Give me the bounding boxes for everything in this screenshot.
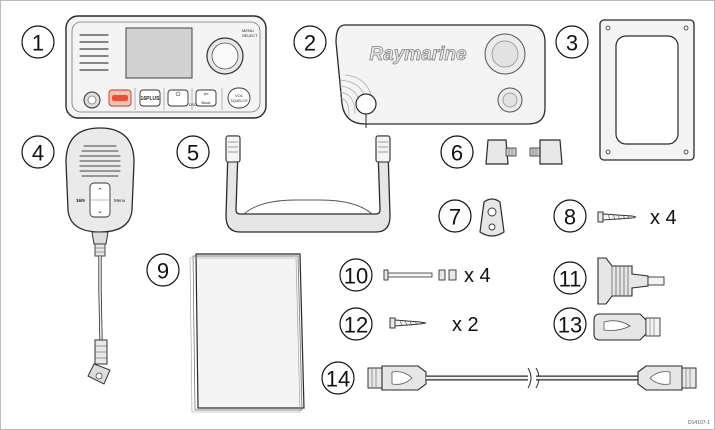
svg-text:⇦: ⇦ <box>203 92 208 98</box>
callout-8: 8 <box>553 199 587 233</box>
item-2-rear-cover: Raymarine <box>335 24 546 128</box>
callout-9: 9 <box>146 253 180 287</box>
quantity-item-12: x 2 <box>452 314 479 336</box>
callout-7: 7 <box>438 199 472 233</box>
callout-12: 12 <box>339 307 373 341</box>
svg-text:SELECT: SELECT <box>242 33 258 38</box>
callout-11-number: 11 <box>559 267 582 292</box>
svg-text:⌃: ⌃ <box>97 187 103 195</box>
callout-2-number: 2 <box>304 31 316 56</box>
svg-text:DSC: DSC <box>189 102 198 107</box>
svg-text:16PLUS: 16PLUS <box>141 96 161 102</box>
svg-text:Menu: Menu <box>114 198 126 203</box>
callout-10-number: 10 <box>344 264 368 289</box>
svg-text:16/9: 16/9 <box>76 198 85 203</box>
quantity-item-8: x 4 <box>650 207 677 229</box>
svg-text:SQUELCH: SQUELCH <box>231 99 248 103</box>
callout-6: 6 <box>440 135 474 169</box>
sixteen-plus-button <box>139 89 161 107</box>
callout-9-number: 9 <box>157 259 169 284</box>
brand-logo: Raymarine <box>369 44 467 65</box>
callout-12-number: 12 <box>344 313 368 338</box>
quantity-item-10: x 4 <box>464 265 491 287</box>
bracket-knob-right <box>375 135 391 163</box>
item-11-boot <box>597 257 665 305</box>
item-1-radio: MENU SELECT 16PLUS ⏻ DSC ⇦ Back VOL SQUE… <box>65 15 267 119</box>
item-5-bracket <box>225 135 391 233</box>
callout-6-number: 6 <box>451 141 463 166</box>
callout-4: 4 <box>21 135 55 169</box>
cover-hole <box>355 93 377 115</box>
svg-text:⌄: ⌄ <box>97 208 103 215</box>
radio-screen <box>125 27 193 79</box>
callout-14: 14 <box>321 361 355 395</box>
item-4-handset: ⌃ ⌄ 16/9 Menu <box>65 127 135 385</box>
item-8-screw <box>597 211 637 223</box>
callout-5: 5 <box>176 135 210 169</box>
callout-14-number: 14 <box>326 367 350 392</box>
drawing-reference: D14107-1 <box>688 420 710 426</box>
speaker-grille <box>79 34 109 71</box>
item-12-screw <box>389 317 427 329</box>
callout-5-number: 5 <box>187 141 199 166</box>
back-button <box>195 89 217 107</box>
callout-3-number: 3 <box>566 31 578 56</box>
callout-13-number: 13 <box>558 313 582 338</box>
item-13-connector <box>593 313 661 341</box>
svg-text:⏻: ⏻ <box>176 91 181 98</box>
item-7-clip <box>479 198 505 237</box>
svg-text:Back: Back <box>202 100 211 105</box>
callout-1-number: 1 <box>32 31 44 56</box>
item-6-knobs <box>485 139 563 165</box>
callout-3: 3 <box>555 25 589 59</box>
callout-10: 10 <box>339 258 373 292</box>
vol-squelch-button <box>227 87 251 109</box>
item-14-cable <box>367 365 697 391</box>
callout-2: 2 <box>293 25 327 59</box>
callout-1: 1 <box>21 25 55 59</box>
callout-13: 13 <box>553 307 587 341</box>
callout-11: 11 <box>553 261 587 295</box>
item-9-documentation <box>189 253 305 413</box>
power-dsc-button <box>167 89 189 107</box>
item-10-bolt <box>383 269 457 281</box>
item-3-gasket <box>599 19 695 161</box>
callout-8-number: 8 <box>564 205 576 230</box>
handset-grille <box>79 145 121 177</box>
handset-connector <box>87 339 111 385</box>
bracket-knob-left <box>225 135 241 163</box>
callout-4-number: 4 <box>32 141 44 166</box>
callout-7-number: 7 <box>449 205 461 230</box>
svg-text:VOL: VOL <box>235 93 244 98</box>
menu-select-label: MENU <box>242 28 254 33</box>
